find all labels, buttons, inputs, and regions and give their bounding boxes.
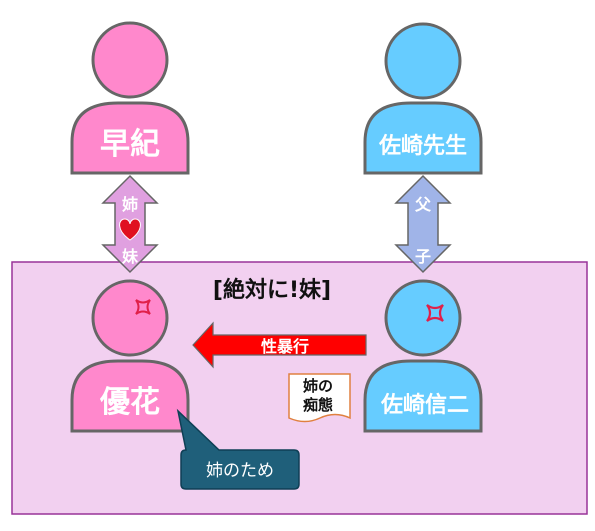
person-shinji-name: 佐崎信二 bbox=[380, 392, 469, 418]
person-shinji-body bbox=[363, 359, 483, 433]
relation-father-son-arrow: 父 子 bbox=[394, 174, 452, 274]
relation-assault-label: 性暴行 bbox=[261, 337, 309, 356]
document-note-line2: 痴態 bbox=[303, 396, 333, 414]
relation-sisters-bottom: 妹 bbox=[121, 247, 139, 266]
document-note-line1: 姉の bbox=[303, 377, 333, 395]
relation-assault-arrow: 性暴行 bbox=[192, 321, 367, 369]
relation-sisters-top: 姉 bbox=[122, 195, 138, 214]
group-frame-label: [絶対に!妹] bbox=[213, 277, 331, 303]
person-saki-head bbox=[91, 21, 169, 99]
document-note: 姉の 痴態 bbox=[288, 373, 351, 423]
person-saki-body bbox=[70, 101, 190, 175]
person-sensei-name: 佐崎先生 bbox=[378, 133, 467, 159]
callout-text: 姉のため bbox=[206, 461, 274, 481]
person-saki: 早紀 bbox=[70, 21, 190, 175]
person-sensei-body bbox=[363, 101, 483, 175]
anger-mark-icon bbox=[426, 304, 444, 322]
relation-father-son-top: 父 bbox=[414, 195, 432, 214]
relation-father-son-bottom: 子 bbox=[415, 247, 431, 266]
heart-icon bbox=[119, 218, 141, 241]
callout-bubble: 姉のため bbox=[176, 408, 300, 490]
person-shinji-head bbox=[384, 279, 462, 357]
person-yuka-body bbox=[70, 359, 190, 433]
anger-mark-icon bbox=[135, 299, 151, 315]
person-yuka-head bbox=[91, 279, 169, 357]
person-sensei: 佐崎先生 bbox=[363, 22, 483, 175]
person-yuka: 優花 bbox=[70, 279, 190, 433]
person-shinji: 佐崎信二 bbox=[363, 279, 483, 433]
person-saki-name: 早紀 bbox=[100, 127, 160, 162]
person-yuka-name: 優花 bbox=[99, 385, 160, 420]
person-sensei-head bbox=[384, 22, 462, 100]
relation-sisters-arrow: 姉 妹 bbox=[101, 174, 159, 274]
